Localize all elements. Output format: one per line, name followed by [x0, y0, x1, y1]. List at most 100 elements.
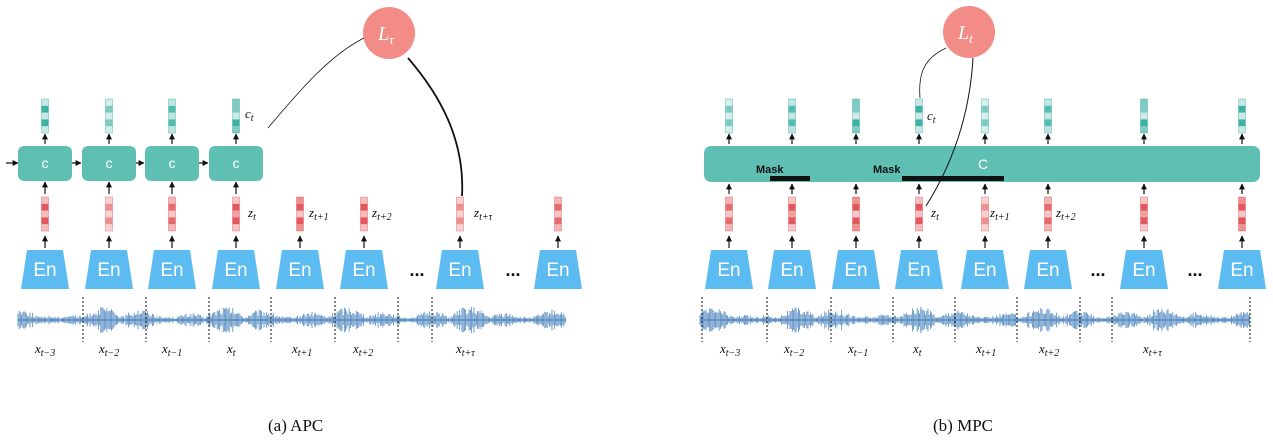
vector-cell [296, 197, 304, 204]
vector-cell [788, 99, 796, 106]
context-label: c [42, 155, 49, 171]
mpc-context-to-loss-curve [919, 47, 947, 99]
vector-cell [232, 112, 240, 120]
vector-cell [981, 224, 989, 231]
vector-cell [788, 210, 796, 218]
vector-cell [981, 210, 989, 218]
vector-cell [1140, 119, 1148, 127]
mpc-encoder: En [1120, 250, 1168, 289]
feature-vector-icon [1044, 98, 1052, 134]
feature-vector-icon [725, 98, 733, 134]
vector-cell [981, 105, 989, 113]
apc-encoder: En [534, 250, 582, 289]
mpc-encoder: En [895, 250, 943, 289]
vector-cell [788, 126, 796, 133]
vector-cell [981, 112, 989, 120]
vector-cell [232, 210, 240, 218]
vector-cell [1238, 224, 1246, 231]
vector-cell [1140, 197, 1148, 204]
context-box [704, 146, 1260, 182]
apc-loss: Lτ [363, 7, 415, 59]
feature-vector-icon [456, 196, 464, 232]
vector-cell [296, 224, 304, 231]
vector-cell [725, 126, 733, 133]
vector-cell [232, 119, 240, 127]
vector-cell [360, 217, 368, 225]
vector-cell [981, 126, 989, 133]
apc-latent-vector [232, 196, 240, 232]
context-label: c [169, 155, 176, 171]
apc-z-label: zt+1 [308, 205, 329, 223]
mpc-encoder: En [1218, 250, 1266, 289]
caption-mpc: (b) MPC [933, 416, 993, 435]
vector-cell [788, 197, 796, 204]
vector-cell [41, 99, 49, 106]
vector-cell [105, 126, 113, 133]
vector-cell [852, 105, 860, 113]
encoder-label: En [1036, 260, 1059, 281]
vector-cell [360, 203, 368, 211]
feature-vector-icon [105, 196, 113, 232]
feature-vector-icon [41, 196, 49, 232]
vector-cell [41, 126, 49, 133]
apc-latent-vector [456, 196, 464, 232]
vector-cell [1140, 105, 1148, 113]
vector-cell [41, 210, 49, 218]
loss-circle-icon [943, 6, 995, 58]
apc-z-label: zt [247, 205, 256, 223]
vector-cell [41, 224, 49, 231]
context-box [82, 146, 136, 181]
vector-cell [1140, 203, 1148, 211]
apc-encoder: En [148, 250, 196, 289]
vector-cell [105, 203, 113, 211]
apc-context-block: c [209, 146, 263, 181]
apc-latent-vector [41, 196, 49, 232]
mpc-encoder: En [705, 250, 753, 289]
vector-cell [554, 197, 562, 204]
vector-cell [1140, 112, 1148, 120]
loss-label: Lτ [377, 23, 395, 47]
vector-cell [981, 203, 989, 211]
vector-cell [725, 224, 733, 231]
vector-cell [1140, 224, 1148, 231]
vector-cell [41, 112, 49, 120]
vector-cell [168, 126, 176, 133]
context-label: C [978, 156, 988, 172]
mpc-x-label: xt+1 [975, 341, 996, 359]
mpc-context-vector [915, 98, 923, 134]
context-box [18, 146, 72, 181]
feature-vector-icon [168, 98, 176, 134]
vector-cell [915, 112, 923, 120]
vector-cell [168, 105, 176, 113]
mpc-z-label: zt [930, 205, 939, 223]
vector-cell [1140, 99, 1148, 106]
apc-waveform [17, 306, 566, 334]
vector-cell [852, 112, 860, 120]
mpc-latent-vector [1238, 196, 1246, 232]
apc-x-label: xt−2 [98, 341, 119, 359]
vector-cell [1238, 210, 1246, 218]
vector-cell [105, 119, 113, 127]
vector-cell [232, 203, 240, 211]
vector-cell [981, 99, 989, 106]
vector-cell [232, 126, 240, 133]
vector-cell [105, 210, 113, 218]
vector-cell [788, 217, 796, 225]
vector-cell [1238, 126, 1246, 133]
encoder-trapezoid-icon [340, 250, 388, 289]
encoder-trapezoid-icon [768, 250, 816, 289]
vector-cell [1044, 119, 1052, 127]
vector-cell [852, 197, 860, 204]
encoder-label: En [288, 260, 311, 281]
vector-cell [168, 224, 176, 231]
mpc-x-label: xt [912, 341, 922, 359]
vector-cell [554, 203, 562, 211]
apc-context-block: c [145, 146, 199, 181]
vector-cell [105, 99, 113, 106]
vector-cell [1044, 99, 1052, 106]
vector-cell [296, 210, 304, 218]
mpc-encoder: En [961, 250, 1009, 289]
vector-cell [852, 99, 860, 106]
feature-vector-icon [232, 196, 240, 232]
encoder-label: En [33, 260, 56, 281]
